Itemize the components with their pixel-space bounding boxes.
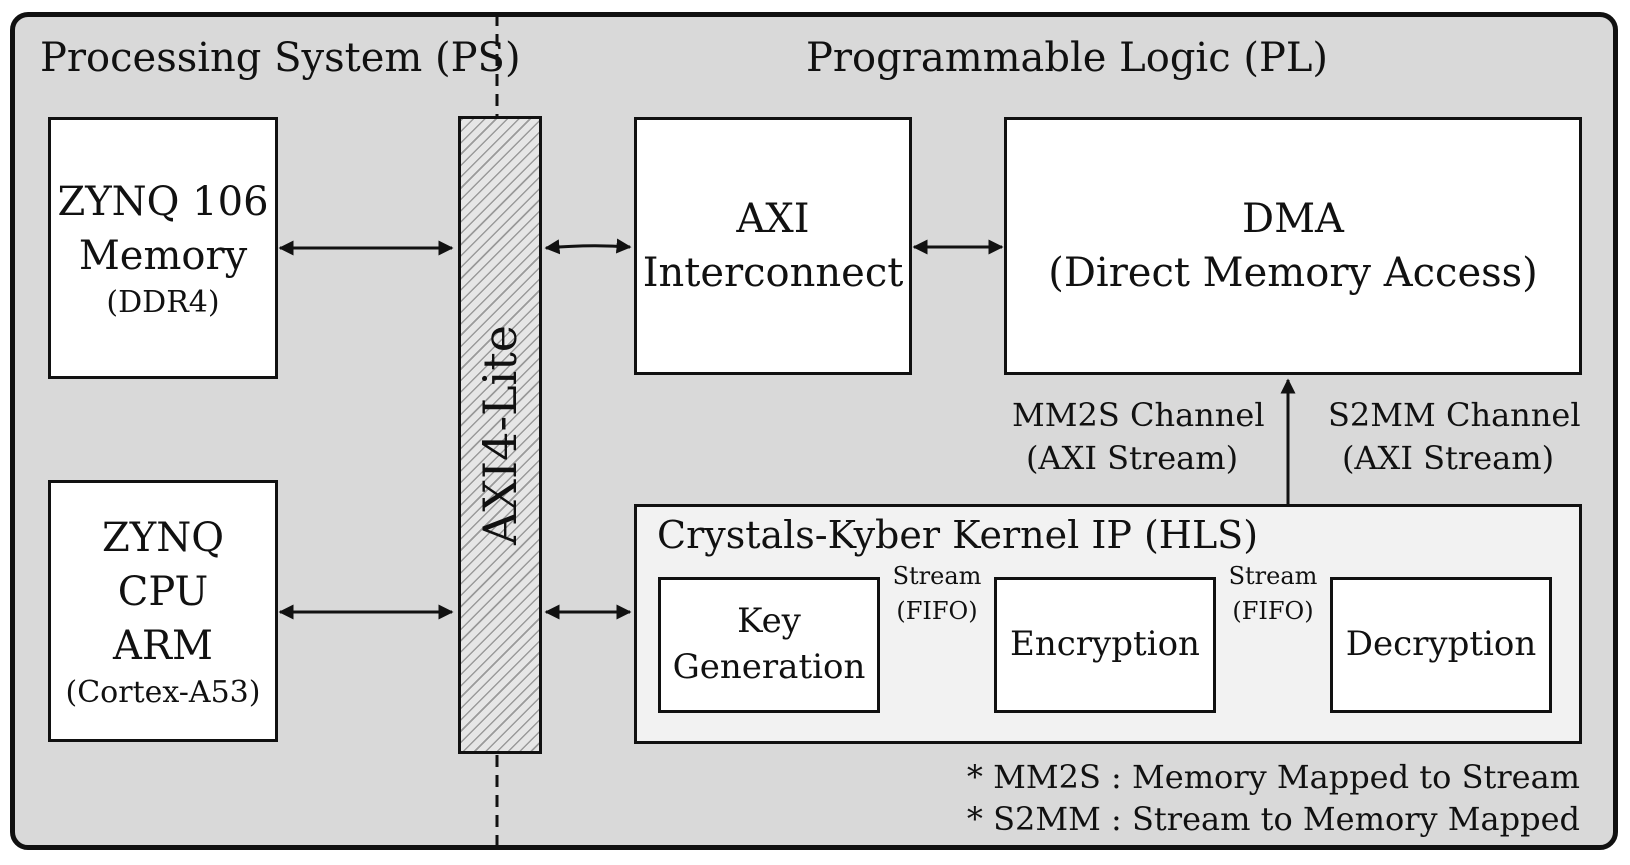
stream-fifo-left: Stream (FIFO) — [882, 559, 992, 629]
s2mm-channel-line2: (AXI Stream) — [1341, 439, 1555, 478]
stream-left-line2: (FIFO) — [896, 596, 978, 625]
ps-region-title: Processing System (PS) — [40, 35, 521, 81]
mm2s-channel-label: MM2S Channel (AXI Stream) — [1012, 394, 1265, 480]
s2mm-channel-label: S2MM Channel (AXI Stream) — [1328, 394, 1581, 480]
bus-interconnect-arrow — [544, 238, 632, 255]
memory-block: ZYNQ 106 Memory (DDR4) — [48, 117, 278, 379]
memory-title-line1: ZYNQ 106 — [57, 178, 269, 225]
key-generation-block: Key Generation — [658, 577, 880, 713]
stream-left-line1: Stream — [892, 562, 982, 590]
stream-right-line1: Stream — [1228, 562, 1318, 590]
cpu-block: ZYNQ CPU ARM (Cortex-A53) — [48, 480, 278, 742]
cpu-subtitle: (Cortex-A53) — [65, 674, 261, 710]
footnote-mm2s: * MM2S : Memory Mapped to Stream — [966, 758, 1580, 796]
mm2s-channel-line1: MM2S Channel — [1012, 396, 1265, 434]
keygen-line1: Key — [737, 601, 801, 642]
pl-region-title: Programmable Logic (PL) — [806, 35, 1329, 81]
interconnect-title-line2: Interconnect — [642, 250, 904, 296]
decryption-label: Decryption — [1345, 624, 1537, 665]
s2mm-channel-line1: S2MM Channel — [1328, 396, 1581, 434]
cpu-title-line2: CPU — [117, 568, 209, 615]
encryption-block: Encryption — [994, 577, 1216, 713]
dma-title-line2: (Direct Memory Access) — [1048, 250, 1538, 296]
encryption-label: Encryption — [1010, 624, 1200, 665]
axi4-lite-bus — [458, 116, 542, 754]
stream-fifo-right: Stream (FIFO) — [1218, 559, 1328, 629]
dma-title-line1: DMA — [1242, 196, 1344, 242]
footnote-s2mm: * S2MM : Stream to Memory Mapped — [966, 800, 1580, 838]
kernel-title: Crystals-Kyber Kernel IP (HLS) — [657, 513, 1259, 557]
memory-subtitle: (DDR4) — [106, 284, 220, 320]
cpu-title-line3: ARM — [113, 622, 213, 669]
decryption-block: Decryption — [1330, 577, 1552, 713]
keygen-line2: Generation — [672, 647, 866, 687]
stream-right-line2: (FIFO) — [1232, 596, 1314, 625]
dma-block: DMA (Direct Memory Access) — [1004, 117, 1582, 375]
memory-title-line2: Memory — [78, 232, 248, 279]
axi-interconnect-block: AXI Interconnect — [634, 117, 912, 375]
interconnect-title-line1: AXI — [736, 196, 810, 242]
axi4-lite-label: AXI4-Lite — [473, 325, 527, 545]
mm2s-channel-line2: (AXI Stream) — [1025, 439, 1239, 478]
cpu-title-line1: ZYNQ — [102, 514, 224, 561]
